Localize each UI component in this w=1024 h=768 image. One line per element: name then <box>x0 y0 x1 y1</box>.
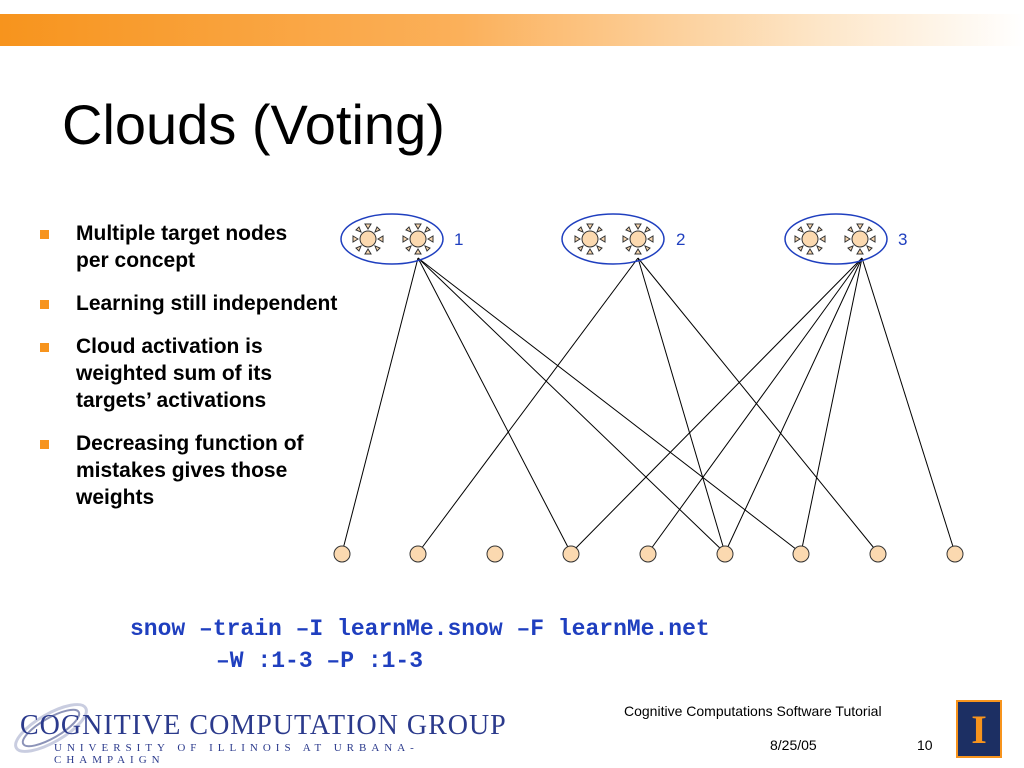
cloud-label: 1 <box>454 230 463 249</box>
footer-course: Cognitive Computations Software Tutorial <box>624 703 882 719</box>
slide-title: Clouds (Voting) <box>62 93 445 156</box>
input-node <box>716 545 734 563</box>
input-node <box>486 545 504 563</box>
cloud-label: 2 <box>676 230 685 249</box>
bullet-item: Multiple target nodes per concept <box>36 220 296 274</box>
target-node-icon <box>574 223 606 255</box>
bullet-item: Cloud activation is weighted sum of its … <box>36 333 326 414</box>
command-line-1: snow –train –I learnMe.snow –F learnMe.n… <box>130 616 710 642</box>
cloud-label: 3 <box>898 230 907 249</box>
logo-main-text: COGNITIVE COMPUTATION GROUP <box>20 710 507 741</box>
bullet-list: Multiple target nodes per concept Learni… <box>36 220 406 527</box>
target-node-icon <box>352 223 384 255</box>
input-node <box>869 545 887 563</box>
group-logo: COGNITIVE COMPUTATION GROUP UNIVERSITY O… <box>6 690 526 766</box>
top-accent-bar <box>0 14 1024 46</box>
footer-page-number: 10 <box>917 737 933 753</box>
university-mark-icon: I <box>956 700 1002 758</box>
university-mark-letter: I <box>971 707 987 752</box>
target-node-icon <box>794 223 826 255</box>
input-node <box>562 545 580 563</box>
cloud-1: 1 <box>340 213 463 265</box>
input-node <box>639 545 657 563</box>
bullet-item: Decreasing function of mistakes gives th… <box>36 430 326 511</box>
input-node <box>946 545 964 563</box>
target-node-icon <box>402 223 434 255</box>
bullet-item: Learning still independent <box>36 290 406 317</box>
cloud-2: 2 <box>561 213 685 265</box>
connection-lines <box>341 257 956 554</box>
command-block: snow –train –I learnMe.snow –F learnMe.n… <box>130 613 710 677</box>
cloud-3: 3 <box>784 213 907 265</box>
swirl-logo-icon <box>14 703 88 753</box>
input-node <box>792 545 810 563</box>
footer-date: 8/25/05 <box>770 737 817 753</box>
logo-sub-text: UNIVERSITY OF ILLINOIS AT URBANA-CHAMPAI… <box>54 742 419 766</box>
input-node <box>333 545 351 563</box>
input-node <box>409 545 427 563</box>
target-node-icon <box>844 223 876 255</box>
target-node-icon <box>622 223 654 255</box>
input-nodes <box>333 545 964 563</box>
command-line-2: –W :1-3 –P :1-3 <box>216 648 424 674</box>
